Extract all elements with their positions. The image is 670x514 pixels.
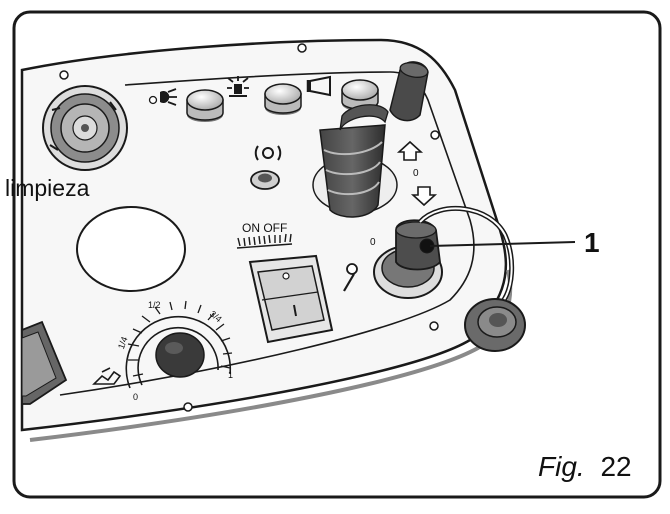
- throttle-knob[interactable]: [155, 332, 205, 378]
- dial-label-quarter: 1/4: [116, 335, 130, 350]
- screw-hole: [430, 130, 440, 140]
- callout-number: 1: [584, 227, 600, 258]
- dust-cap[interactable]: [464, 298, 526, 352]
- dial-label-half: 1/2: [148, 300, 161, 310]
- switch-scale-ticks: [236, 233, 293, 249]
- callout-leader-line: [429, 241, 576, 247]
- work-light-button[interactable]: [186, 89, 224, 122]
- screw-hole: [297, 43, 307, 53]
- ignition-key-switch[interactable]: [373, 219, 443, 299]
- key-icon: [343, 263, 358, 292]
- hazard-switch[interactable]: [250, 170, 280, 190]
- on-off-label: ON OFF: [242, 221, 287, 235]
- screw-hole: [148, 95, 158, 105]
- screw-hole: [183, 402, 193, 412]
- beacon-icon: [227, 76, 249, 97]
- figure-caption-number: 22: [600, 451, 631, 482]
- figure-caption-word: Fig.: [538, 451, 585, 482]
- washer-reel[interactable]: [42, 85, 128, 171]
- panel-inner-edge: [59, 71, 475, 396]
- figure-caption: Fig. 22: [538, 451, 632, 482]
- key-off-label: 0: [370, 237, 376, 248]
- screw-hole: [429, 321, 439, 331]
- on-off-rocker-switch[interactable]: [248, 254, 334, 344]
- cap-tether-inner: [419, 207, 513, 306]
- blank-cover: [76, 206, 186, 292]
- arrow-down-icon: [410, 186, 438, 207]
- screw-hole: [59, 70, 69, 80]
- control-panel: [20, 38, 508, 432]
- callout-label-limpieza: limpieza: [5, 175, 90, 201]
- joystick-neutral-label: 0: [413, 168, 419, 179]
- throttle-dial-scale: [125, 300, 233, 389]
- beacon-button[interactable]: [264, 83, 302, 115]
- throttle-icon: [92, 367, 122, 385]
- hazard-icon: [254, 145, 282, 161]
- horn-icon: [306, 75, 331, 97]
- dial-label-min: 0: [133, 392, 138, 402]
- dial-label-max: 1: [228, 370, 233, 380]
- work-light-icon: [160, 88, 177, 106]
- lower-left-module: [21, 320, 68, 405]
- joystick[interactable]: [312, 61, 429, 218]
- arrow-up-icon: [396, 140, 424, 161]
